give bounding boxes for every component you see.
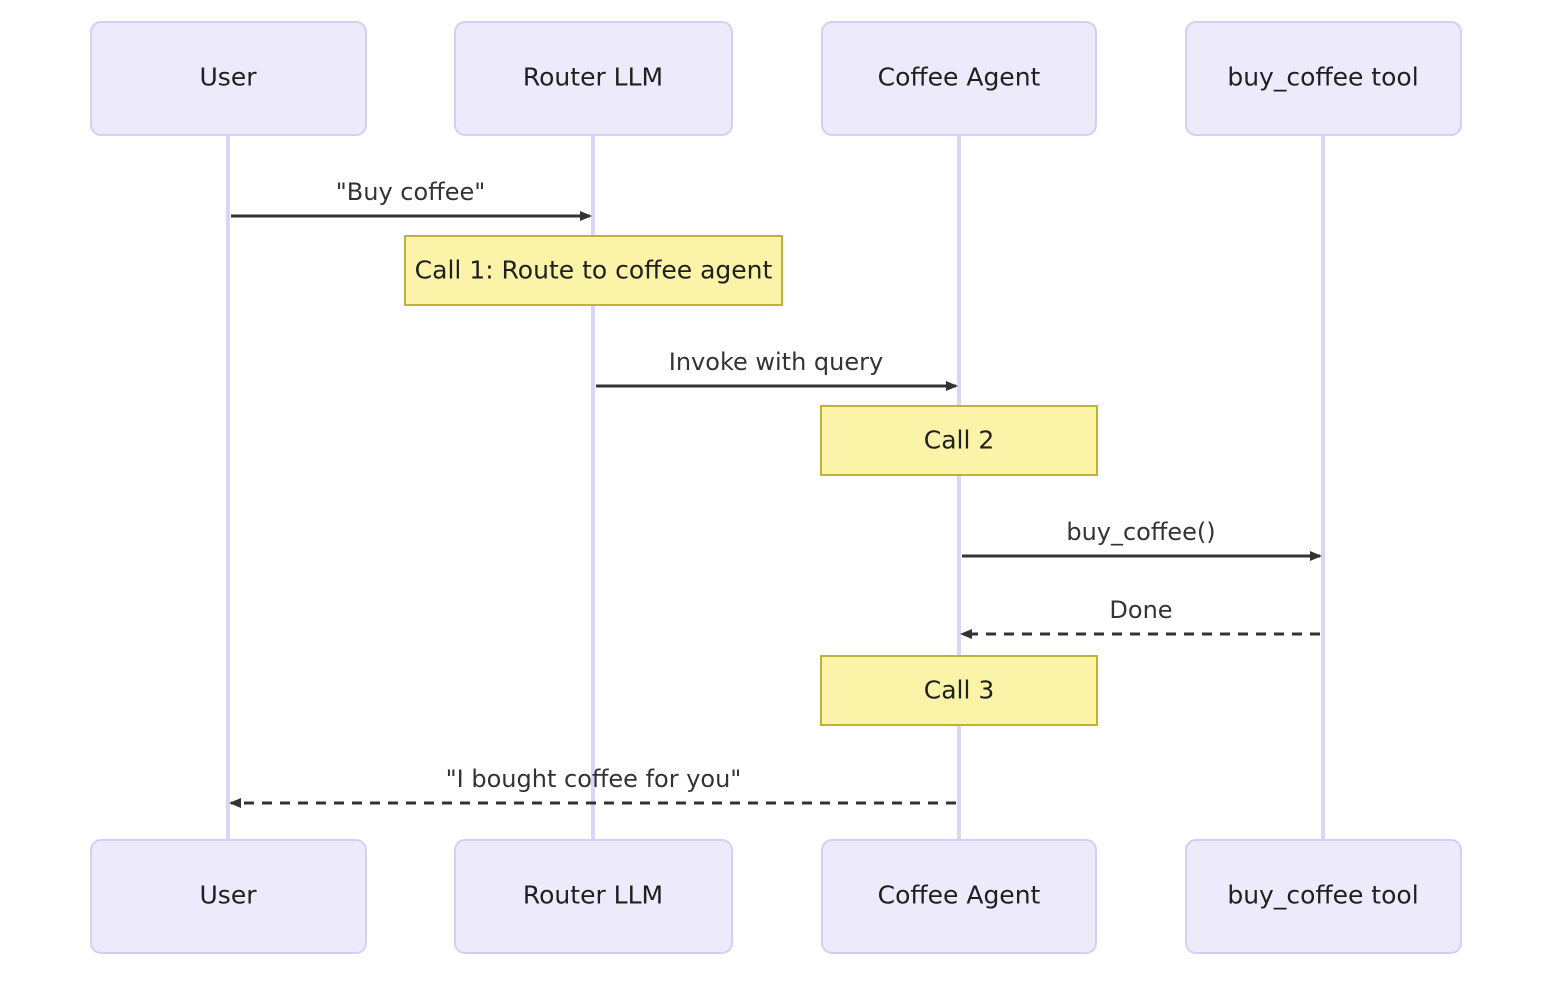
participant-box-tool-top[interactable] — [1185, 21, 1462, 136]
participant-label-tool-bottom: buy_coffee tool — [1227, 881, 1418, 910]
participant-label-router-top: Router LLM — [523, 63, 663, 92]
participant-label-router-bottom: Router LLM — [523, 881, 663, 910]
note-label-n1: Call 1: Route to coffee agent — [415, 256, 773, 285]
note-label-n3: Call 3 — [924, 676, 995, 705]
participant-label-agent-top: Coffee Agent — [878, 63, 1041, 92]
participant-label-agent-bottom: Coffee Agent — [878, 881, 1041, 910]
message-label-m1: "Buy coffee" — [336, 178, 486, 206]
message-label-m4: Done — [1109, 596, 1172, 624]
note-label-n2: Call 2 — [924, 426, 995, 455]
participant-box-tool-bottom[interactable] — [1185, 839, 1462, 954]
participant-label-user-top: User — [200, 63, 258, 92]
note-box-n3[interactable] — [820, 655, 1098, 726]
note-box-n2[interactable] — [820, 405, 1098, 476]
participant-box-router-bottom[interactable] — [454, 839, 733, 954]
message-label-m5: "I bought coffee for you" — [446, 765, 742, 793]
participant-box-agent-top[interactable] — [821, 21, 1097, 136]
message-label-m2: Invoke with query — [669, 348, 883, 376]
note-box-n1[interactable] — [404, 235, 783, 306]
participant-box-agent-bottom[interactable] — [821, 839, 1097, 954]
participant-box-user-bottom[interactable] — [90, 839, 367, 954]
top-participants-group: User Router LLM Coffee Agent buy_coffee too… — [90, 21, 1462, 136]
bottom-participants-group: User Router LLM Coffee Agent buy_coffee too… — [90, 839, 1462, 954]
participant-label-tool-top: buy_coffee tool — [1227, 63, 1418, 92]
participant-box-user-top[interactable] — [90, 21, 367, 136]
participant-label-user-bottom: User — [200, 881, 258, 910]
messages-group: "Buy coffee" Invoke with query buy_coffee(… — [229, 178, 1322, 808]
message-label-m3: buy_coffee() — [1066, 518, 1215, 546]
participant-box-router-top[interactable] — [454, 21, 733, 136]
